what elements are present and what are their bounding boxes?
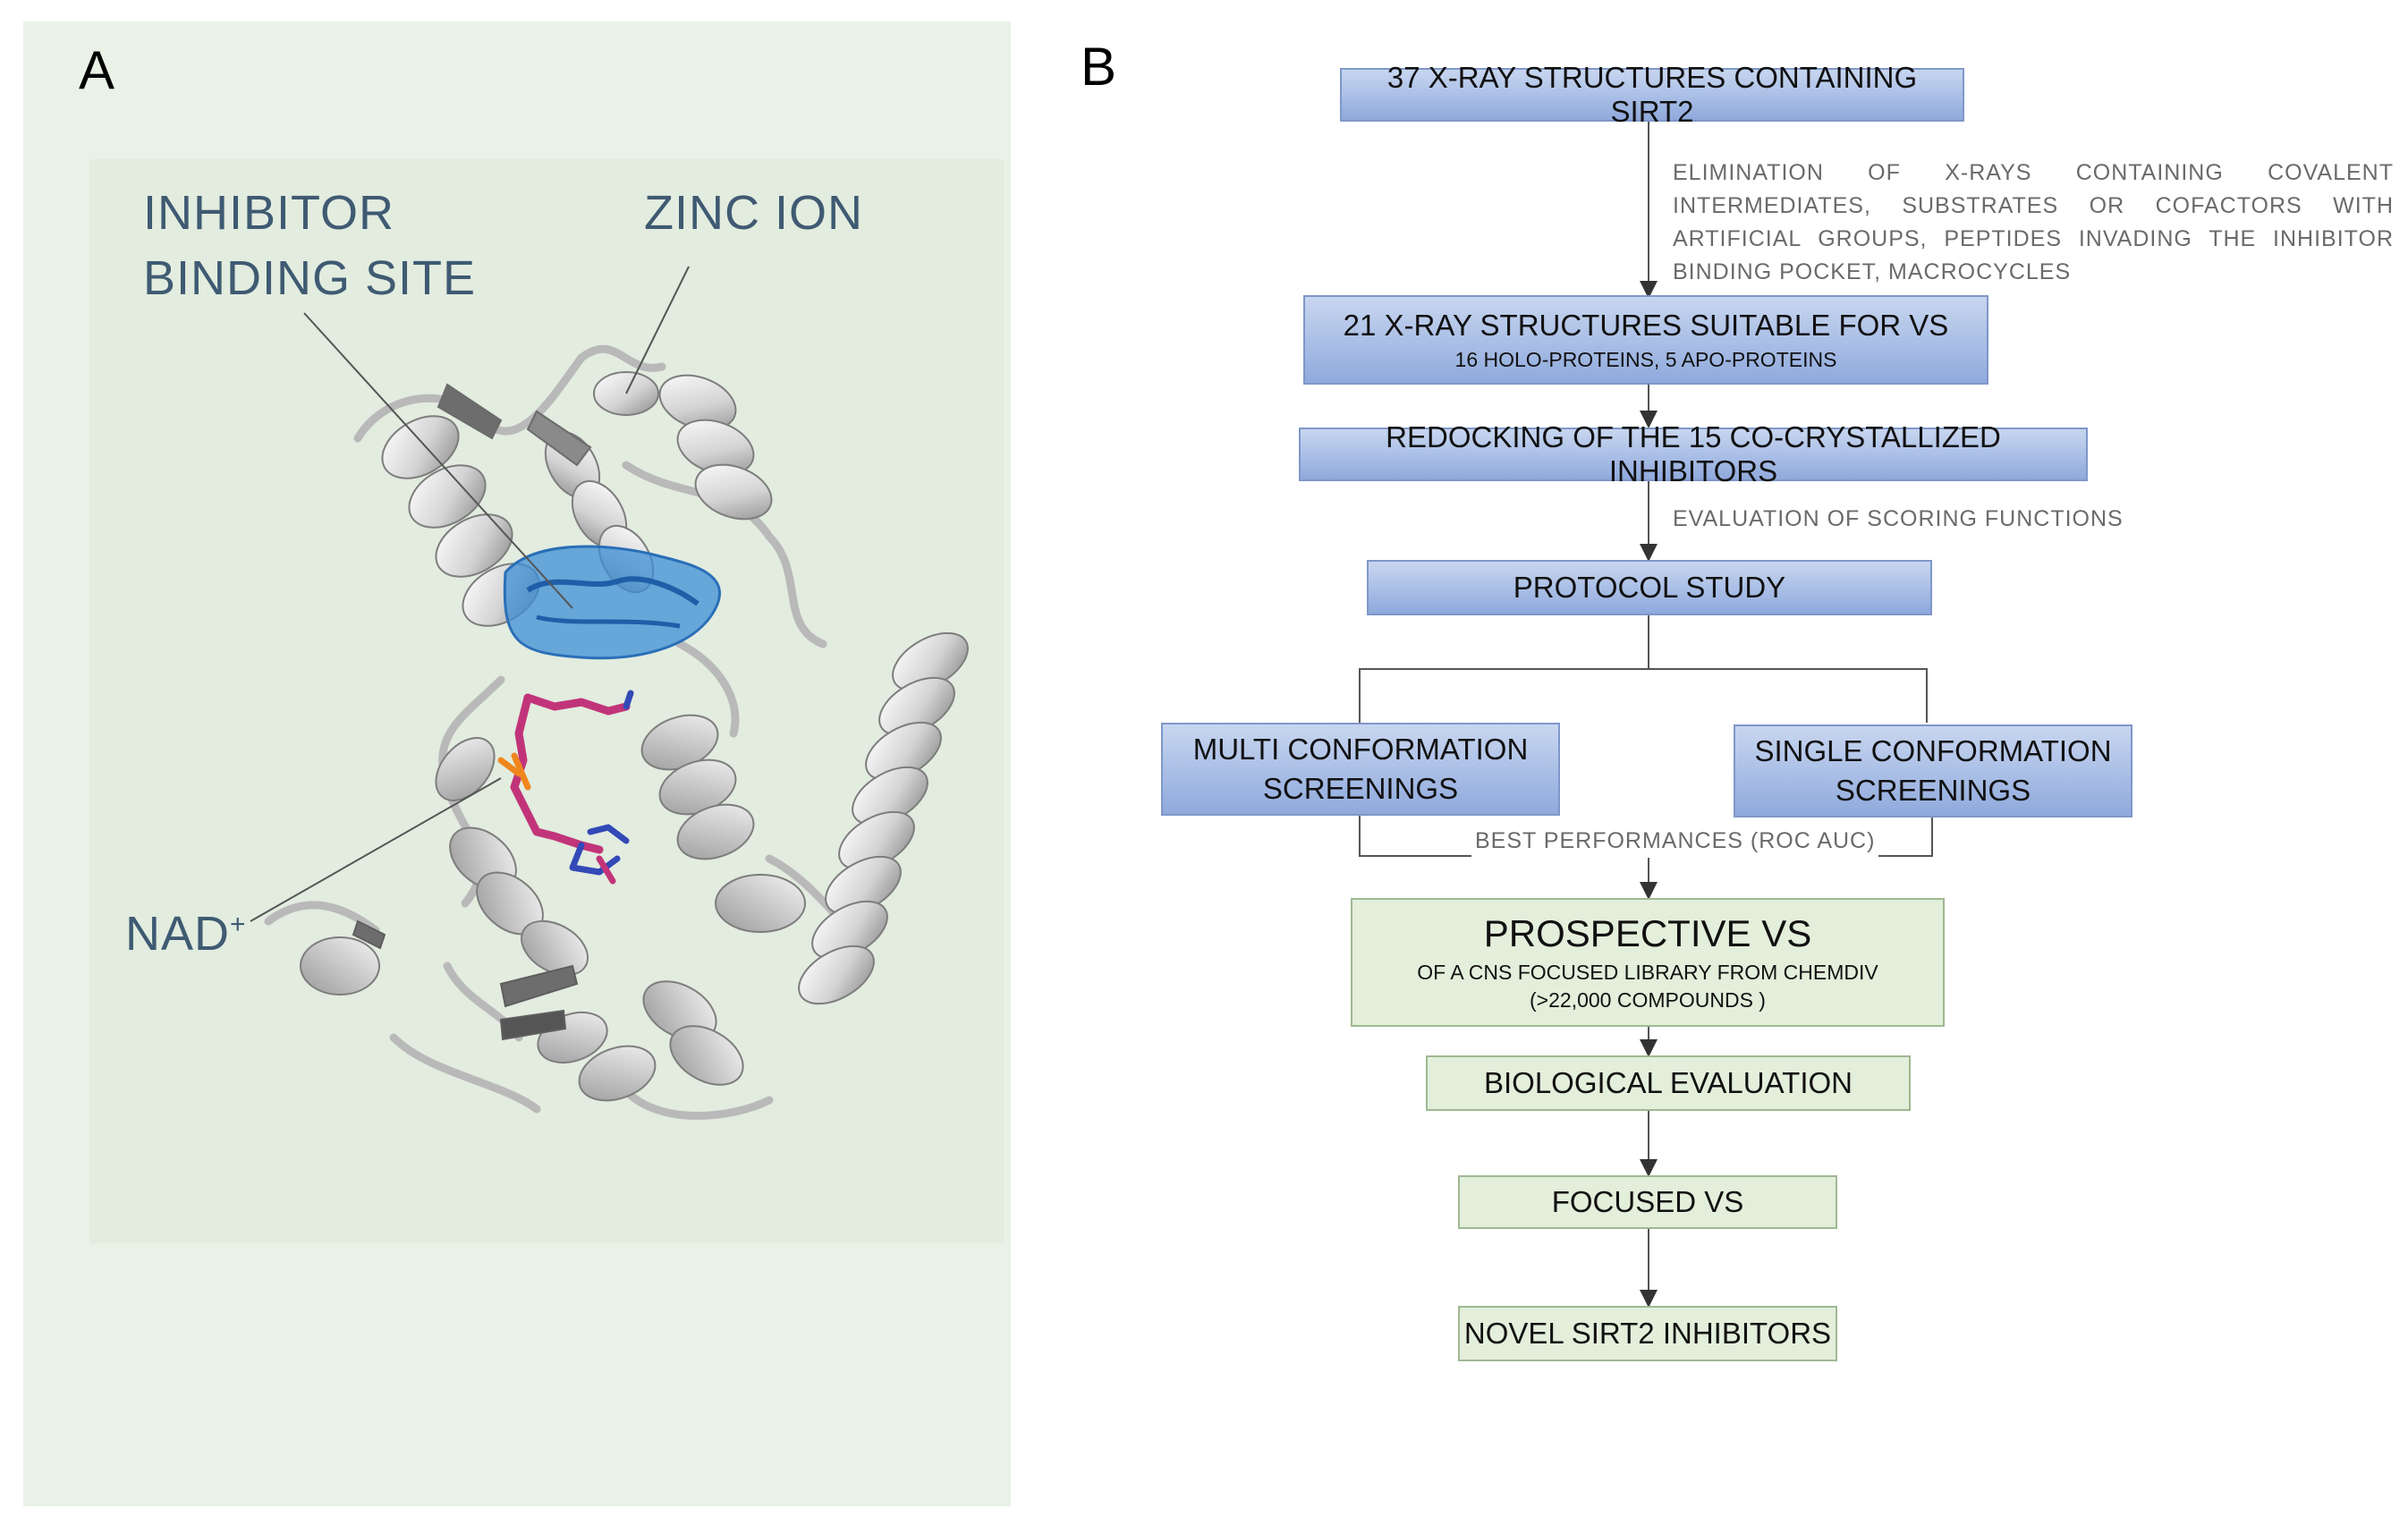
flow-box-redocking: REDOCKING OF THE 15 CO-CRYSTALLIZED INHI… <box>1299 420 2088 487</box>
flow-box-focused-vs: FOCUSED VS <box>1458 1175 1837 1229</box>
nad-ligand <box>497 690 634 885</box>
flow-box-single-line1: SINGLE CONFORMATION <box>1754 734 2112 767</box>
flow-box-protocol-study: PROTOCOL STUDY <box>1367 560 1932 615</box>
flow-box-single-conformation: SINGLE CONFORMATION SCREENINGS <box>1734 724 2132 818</box>
protein-helices-bottom <box>300 714 806 1102</box>
flow-box-novel-inhibitors: NOVEL SIRT2 INHIBITORS <box>1458 1306 1837 1361</box>
inhibitor-leader-line <box>303 312 573 609</box>
inhibitor-binding-site-surface <box>503 545 722 660</box>
zinc-leader-line <box>625 266 690 394</box>
flow-box-prospective-vs-sub1: OF A CNS FOCUSED LIBRARY FROM CHEMDIV <box>1417 961 1878 984</box>
branch-split <box>1359 668 1928 723</box>
flow-box-novel-inhibitors-text: NOVEL SIRT2 INHIBITORS <box>1463 1317 1832 1350</box>
flow-box-suitable-structures-sub: 16 HOLO-PROTEINS, 5 APO-PROTEINS <box>1454 347 1837 371</box>
panel-b-letter: B <box>1081 37 1117 97</box>
flow-box-redocking-text: REDOCKING OF THE 15 CO-CRYSTALLIZED INHI… <box>1386 420 2001 487</box>
flow-box-multi-line2: SCREENINGS <box>1262 772 1459 805</box>
flow-box-prospective-vs: PROSPECTIVE VS OF A CNS FOCUSED LIBRARY … <box>1351 898 1945 1027</box>
flow-box-single-line2: SCREENINGS <box>1835 774 2031 807</box>
best-performances-note: BEST PERFORMANCES (ROC AUC) <box>1471 825 1879 858</box>
flow-box-suitable-structures-main: 21 X-RAY STRUCTURES SUITABLE FOR VS <box>1343 308 1949 342</box>
protein-sheets-bottom <box>352 919 579 1041</box>
flow-box-suitable-structures: 21 X-RAY STRUCTURES SUITABLE FOR VS 16 H… <box>1303 295 1988 385</box>
flow-box-protocol-study-text: PROTOCOL STUDY <box>1513 571 1786 604</box>
flow-box-xray-structures-text: 37 X-RAY STRUCTURES CONTAINING SIRT2 <box>1386 61 1918 128</box>
nad-label: NAD+ <box>125 893 247 966</box>
nad-leader-line <box>250 777 502 922</box>
protein-sheets-top <box>437 383 592 467</box>
nad-label-superscript: + <box>230 910 247 939</box>
flow-box-multi-line1: MULTI CONFORMATION <box>1192 733 1529 766</box>
elimination-note: ELIMINATION OF X-RAYS CONTAINING COVALEN… <box>1673 160 2394 284</box>
inhibitor-label-line1: INHIBITOR <box>143 186 395 240</box>
protein-long-helix <box>798 631 969 1005</box>
flow-box-biological-evaluation: BIOLOGICAL EVALUATION <box>1426 1055 1911 1111</box>
zinc-ion-label: ZINC ION <box>644 186 863 240</box>
flow-box-biological-evaluation-text: BIOLOGICAL EVALUATION <box>1483 1066 1853 1099</box>
flow-box-prospective-vs-sub2: (>22,000 COMPOUNDS ) <box>1530 988 1766 1012</box>
panel-a-letter: A <box>79 40 115 100</box>
flow-box-xray-structures: 37 X-RAY STRUCTURES CONTAINING SIRT2 <box>1340 61 1964 128</box>
flow-box-focused-vs-text: FOCUSED VS <box>1551 1185 1744 1218</box>
label-leader-lines <box>250 266 690 922</box>
flow-box-multi-conformation: MULTI CONFORMATION SCREENINGS <box>1161 723 1560 816</box>
flow-box-prospective-vs-main: PROSPECTIVE VS <box>1483 912 1812 954</box>
nad-label-text: NAD <box>125 907 231 961</box>
scoring-note: EVALUATION OF SCORING FUNCTIONS <box>1673 506 2124 531</box>
inhibitor-label-line2: BINDING SITE <box>143 251 477 305</box>
